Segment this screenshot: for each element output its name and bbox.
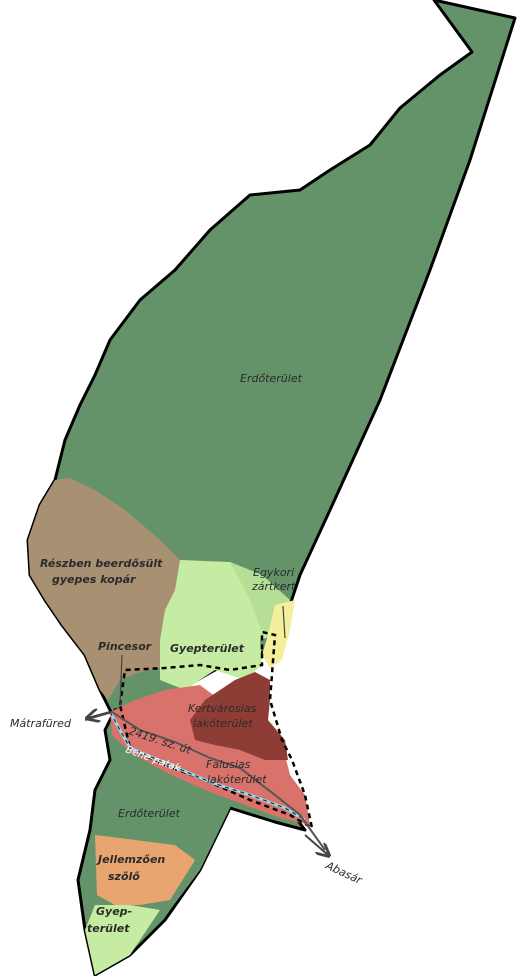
label-garden-city-2: lakóterület — [193, 717, 253, 730]
label-vineyard-2: szőlő — [108, 870, 140, 883]
label-direction-west: Mátrafüred — [10, 717, 72, 730]
leader-zartkert — [282, 605, 286, 639]
inner-boundary — [118, 630, 314, 831]
arrow-east — [304, 834, 328, 855]
leader-pincesor — [119, 654, 123, 706]
old-allotment-area — [262, 600, 295, 668]
garden-city-residential-area — [190, 672, 288, 760]
grassland-area-south — [85, 905, 160, 975]
road-line — [84, 710, 326, 851]
stream-dash — [109, 711, 306, 821]
label-bare-grassy-1: Részben beerdősült — [40, 557, 163, 570]
label-cellar-row: Pincesor — [98, 640, 152, 653]
label-vineyard-1: Jellemzően — [96, 853, 165, 866]
label-bare-grassy-2: gyepes kopár — [52, 573, 136, 586]
village-residential-area — [110, 685, 310, 825]
label-grassland: Gyepterület — [170, 642, 245, 655]
label-village-1: Falusias — [206, 758, 251, 771]
label-old-allotment-2: zártkert — [251, 580, 296, 593]
bare-grassy-area — [28, 478, 180, 700]
label-direction-east: Abasár — [323, 859, 365, 888]
label-old-allotment-1: Egykori — [253, 566, 294, 579]
vineyard-area — [95, 835, 195, 905]
label-forest-north: Erdőterület — [240, 372, 303, 385]
label-village-2: lakóterület — [207, 773, 267, 786]
label-grassland-south-2: terület — [87, 922, 130, 935]
label-forest-south: Erdőterület — [118, 807, 181, 820]
label-grassland-south-1: Gyep- — [96, 905, 132, 918]
arrow-west — [88, 712, 111, 718]
forest-area-north — [26, 0, 517, 976]
label-garden-city-1: Kertvárosias — [188, 702, 256, 715]
